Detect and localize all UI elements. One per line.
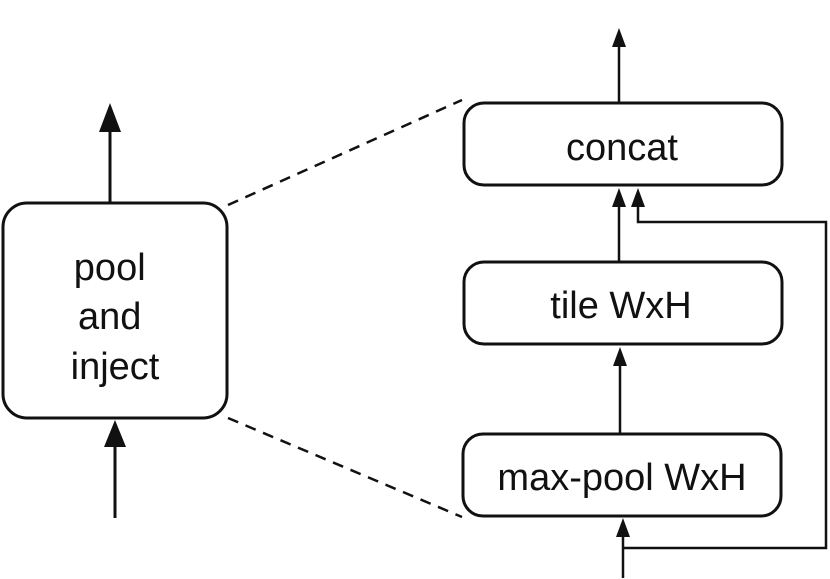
concat-box [462, 101, 784, 187]
left-output-arrowhead [99, 103, 121, 132]
pool-and-inject-line-3: inject [71, 346, 160, 388]
skip-connection-line [623, 206, 828, 550]
pool-and-inject-line-2: and [78, 296, 141, 338]
skip-connection-arrowhead [631, 188, 645, 207]
zoom-line-bottom [227, 416, 463, 519]
pool-and-inject-label: pool and inject [71, 247, 160, 388]
tile-box [462, 260, 784, 346]
input-to-maxpool-arrowhead [616, 518, 630, 537]
maxpool-box [461, 432, 783, 518]
maxpool-label: max-pool WxH [497, 457, 746, 499]
zoom-line-top [227, 98, 463, 207]
pool-and-inject-box [1, 201, 229, 420]
pool-and-inject-line-1: pool [74, 247, 146, 289]
left-input-arrowhead [104, 420, 126, 447]
concat-label: concat [566, 127, 678, 169]
tile-to-concat-arrowhead [612, 188, 626, 207]
maxpool-to-tile-arrowhead [613, 347, 627, 366]
concat-output-arrowhead [612, 28, 626, 47]
tile-label: tile WxH [550, 285, 691, 327]
